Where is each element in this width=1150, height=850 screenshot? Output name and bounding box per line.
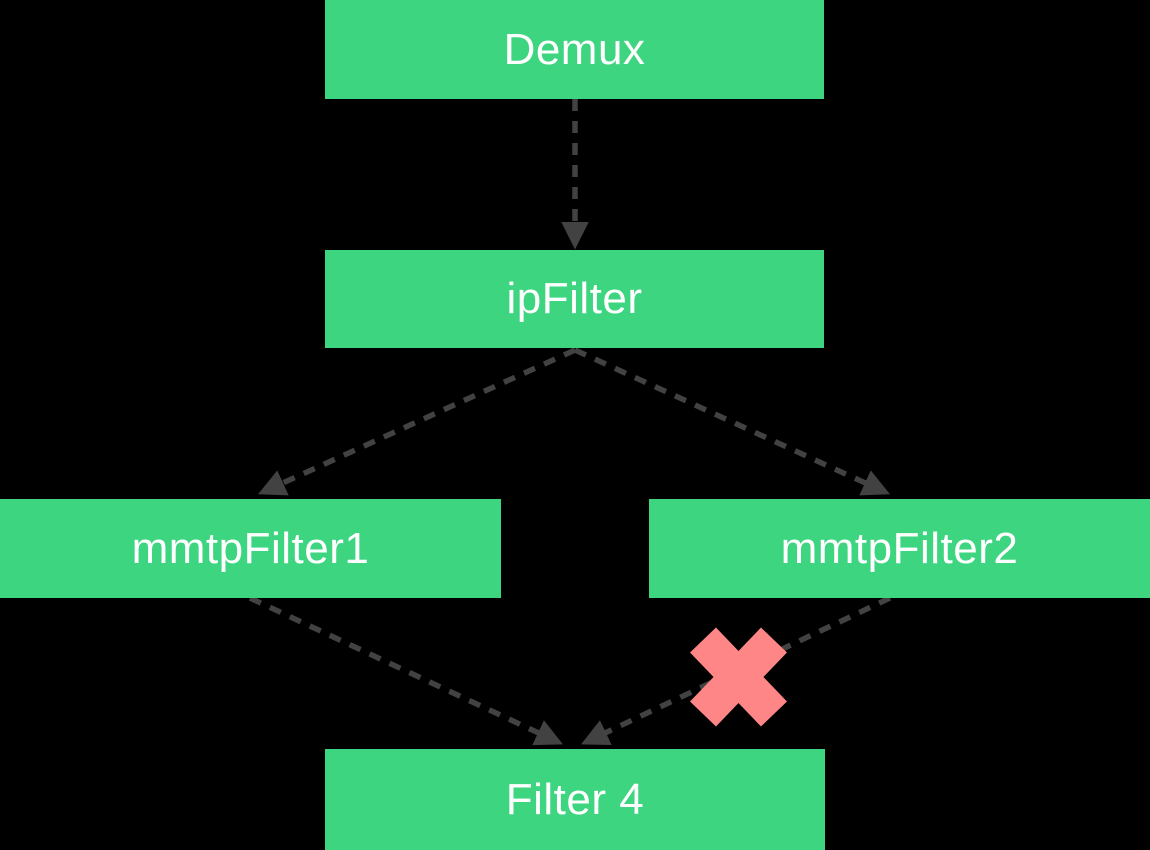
edge-mmtpfilter1-to-filter4 (248, 595, 563, 746)
node-mmtpfilter1-label: mmtpFilter1 (131, 523, 370, 573)
node-mmtpfilter2-label: mmtpFilter2 (780, 523, 1019, 573)
node-demux: Demux (325, 0, 824, 99)
node-ipfilter: ipFilter (325, 250, 824, 348)
node-ipfilter-label: ipFilter (506, 274, 643, 323)
node-filter4-label: Filter 4 (505, 774, 645, 824)
edge-ipfilter-to-mmtpfilter1 (257, 347, 577, 496)
edge-ipfilter-to-mmtpfilter2 (573, 347, 891, 496)
node-demux-label: Demux (503, 24, 646, 74)
node-mmtpfilter2: mmtpFilter2 (649, 499, 1150, 598)
node-filter4: Filter 4 (325, 749, 825, 850)
node-mmtpfilter1: mmtpFilter1 (0, 499, 501, 598)
blocked-x-icon (690, 627, 787, 727)
